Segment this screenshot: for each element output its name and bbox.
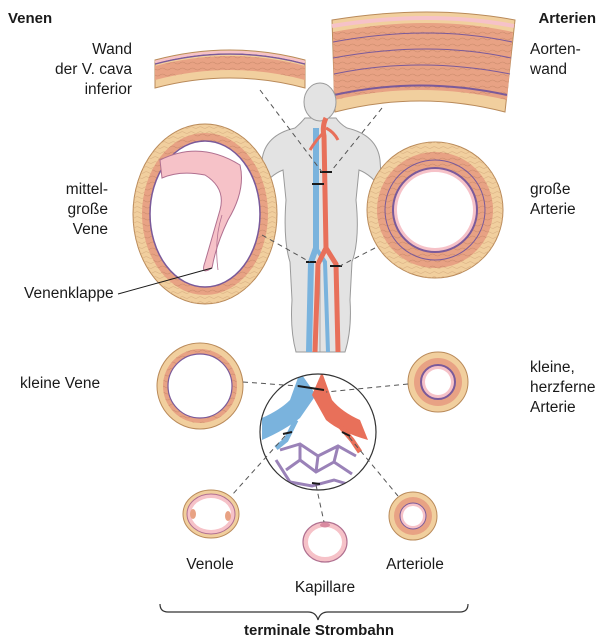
small-vein-cross-section (157, 343, 243, 429)
small-artery-label: kleine, herzferne Arterie (530, 358, 605, 418)
venous-valve-label: Venenklappe (24, 284, 144, 304)
arteriole-cross-section (389, 492, 437, 540)
terminal-bed-brace (160, 604, 468, 620)
capillary-cross-section (303, 522, 347, 562)
large-artery-label: große Arterie (530, 180, 600, 220)
medium-vein-cross-section (133, 124, 277, 304)
vena-cava-wall-label: Wand der V. cava inferior (20, 40, 132, 100)
venule-cross-section (183, 490, 239, 538)
venule-label: Venole (170, 555, 250, 575)
capillary-label: Kapillare (280, 578, 370, 598)
large-artery-cross-section (367, 142, 503, 278)
aorta-wall-strip (332, 12, 515, 112)
veins-header: Venen (8, 9, 52, 29)
medium-vein-label: mittel- große Vene (30, 180, 108, 240)
small-vein-label: kleine Vene (20, 374, 140, 394)
body-silhouette (260, 83, 382, 352)
microcirculation-zoom (260, 372, 376, 490)
aorta-wall-label: Aorten- wand (530, 40, 600, 80)
terminal-bed-label: terminale Strombahn (214, 621, 424, 641)
arteriole-label: Arteriole (370, 555, 460, 575)
vena-cava-wall-strip (155, 50, 305, 88)
small-artery-cross-section (408, 352, 468, 412)
arteries-header: Arterien (500, 9, 596, 29)
